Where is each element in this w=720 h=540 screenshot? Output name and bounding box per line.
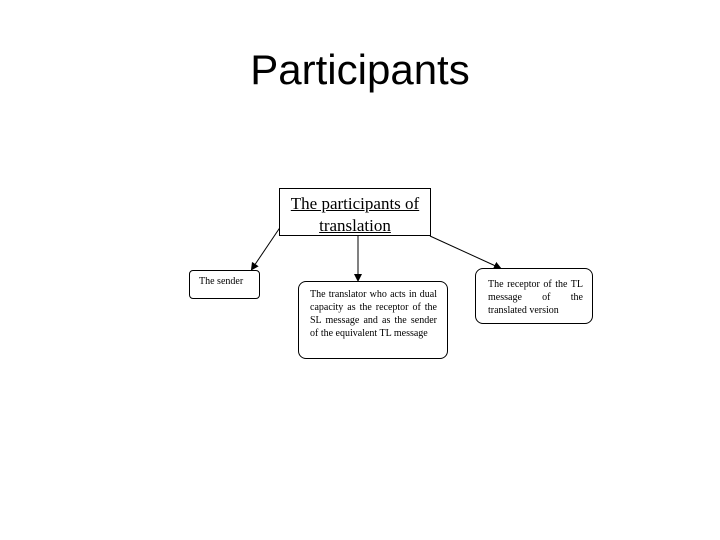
node-sender-label: The sender <box>199 276 244 287</box>
slide-title: Participants <box>250 46 470 93</box>
connector-to-receptor <box>429 235 502 270</box>
node-receptor-label: The receptor of the TL message of the tr… <box>488 279 583 316</box>
node-sender: The sender <box>189 270 260 299</box>
node-translator: The translator who acts in dual capacity… <box>298 281 448 359</box>
connector-to-sender <box>250 225 282 271</box>
node-translator-label: The translator who acts in dual capacity… <box>310 289 437 339</box>
root-node-label: The participants of translation <box>290 194 420 235</box>
root-node: The participants of translation <box>279 188 431 236</box>
node-receptor: The receptor of the TL message of the tr… <box>475 268 593 324</box>
